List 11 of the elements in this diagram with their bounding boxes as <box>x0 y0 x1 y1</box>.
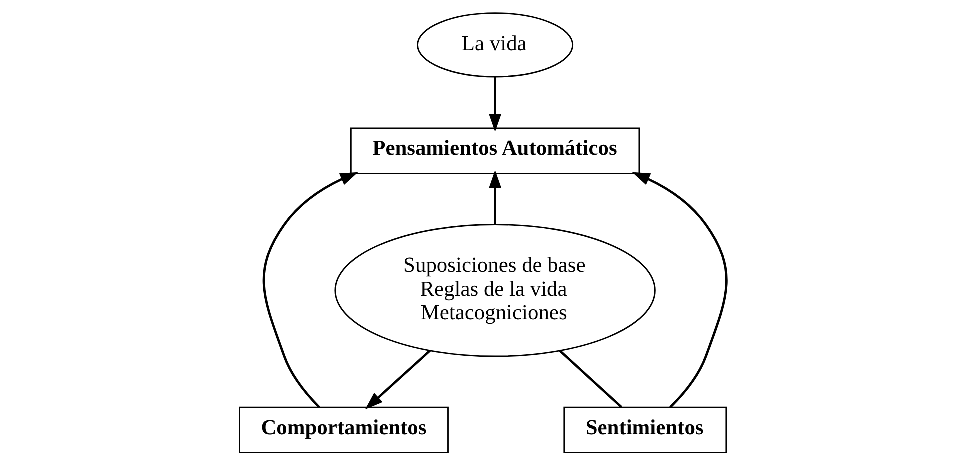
arrow <box>365 350 432 410</box>
arrow <box>632 172 728 408</box>
node-box: Sentimientos <box>564 406 728 454</box>
node-ellipse: Suposiciones de base Reglas de la vida Metacogniciones <box>334 224 656 358</box>
arrow <box>489 77 502 132</box>
node-box: Comportamientos <box>239 406 449 454</box>
arrow <box>489 170 502 225</box>
node-ellipse: La vida <box>417 12 574 78</box>
connector <box>559 350 622 408</box>
node-box: Pensamientos Automáticos <box>350 128 640 174</box>
arrow <box>262 172 358 408</box>
